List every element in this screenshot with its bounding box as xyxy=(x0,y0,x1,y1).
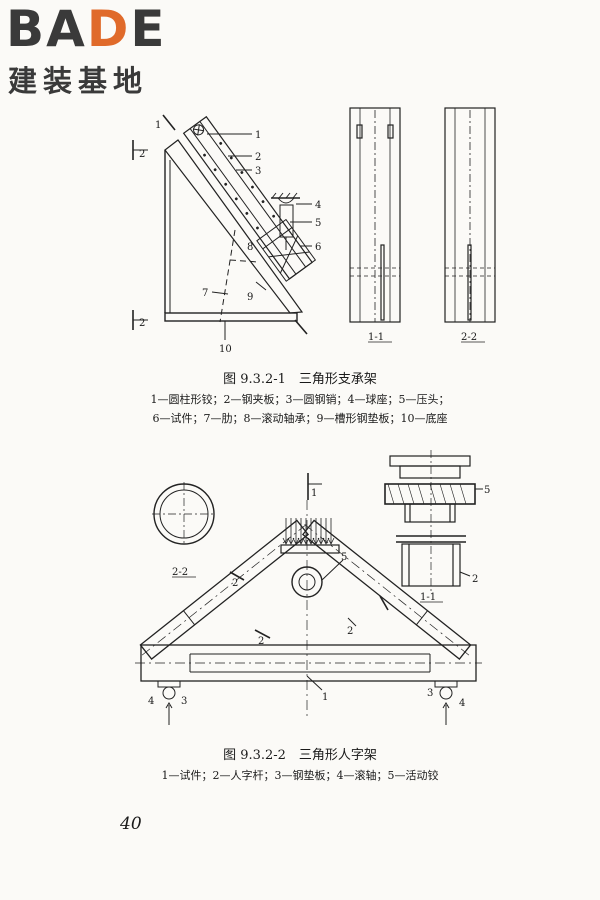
fig2-view-label-2-2: 2-2 xyxy=(172,567,188,578)
fig2-label-3-right: 3 xyxy=(427,688,433,699)
brand-prefix: BA xyxy=(6,0,87,58)
brand-accent-letter: D xyxy=(86,0,131,58)
fig1-label-7: 7 xyxy=(202,288,208,299)
fig2-view-label-1-1: 1-1 xyxy=(420,592,436,603)
view-2-2 xyxy=(444,107,496,343)
fig2-section-2-upper: 2 xyxy=(232,578,238,589)
brand-suffix: E xyxy=(130,0,167,58)
fig1-label-4: 4 xyxy=(315,200,321,211)
fig1-label-1: 1 xyxy=(255,130,261,141)
fig2-section-2-lower: 2 xyxy=(258,636,264,647)
fig1-label-5: 5 xyxy=(315,218,321,229)
fig2-label-1: 1 xyxy=(322,692,328,703)
right-roller xyxy=(439,686,453,700)
base-plate xyxy=(164,312,298,322)
fig2-section-1-top: 1 xyxy=(311,488,317,499)
fig1-view-label-1-1: 1-1 xyxy=(368,332,384,343)
figure1-drawing: 1 2 3 4 5 6 7 8 9 10 1 2 2 1-1 2-2 xyxy=(132,107,496,355)
specimen-beam xyxy=(140,644,477,682)
page-number: 40 xyxy=(120,814,142,834)
fig1-label-8: 8 xyxy=(247,242,253,253)
fig1-label-9: 9 xyxy=(247,292,253,303)
section-view-1-1 xyxy=(384,450,476,603)
figure1-legend-line2: 6—试件；7—肋；8—滚动轴承；9—槽形钢垫板；10—底座 xyxy=(152,412,448,425)
fig2-label-5-hinge: 5 xyxy=(341,552,347,563)
fig2-label-4-right: 4 xyxy=(459,698,465,709)
view-1-1 xyxy=(349,107,401,343)
brand-subtitle: 建装基地 xyxy=(8,64,149,98)
fig1-label-10: 10 xyxy=(219,344,232,355)
figure2-drawing: 5 5 2 2 1 4 3 3 4 1 2 2 2-2 1-1 xyxy=(135,450,490,725)
brand-logo: BADE xyxy=(6,4,166,54)
figure2-caption: 图 9.3.2-2 三角形人字架 xyxy=(223,748,377,763)
figure1-caption: 图 9.3.2-1 三角形支承架 xyxy=(223,372,377,387)
fig1-section-2-top: 2 xyxy=(139,149,145,160)
left-roller xyxy=(162,686,176,700)
fig2-label-3-left: 3 xyxy=(181,696,187,707)
fig2-label-4-left: 4 xyxy=(148,696,154,707)
fig2-label-2-strut: 2 xyxy=(347,626,353,637)
fig1-label-6: 6 xyxy=(315,242,321,253)
fig1-section-1: 1 xyxy=(155,120,161,131)
figure2-legend: 1—试件；2—人字杆；3—钢垫板；4—滚轴；5—活动铰 xyxy=(161,769,439,782)
figure1-legend-line1: 1—圆柱形铰；2—钢夹板；3—圆钢销；4—球座；5—压头； xyxy=(150,393,450,406)
fig1-view-label-2-2: 2-2 xyxy=(461,332,477,343)
fig1-label-2: 2 xyxy=(255,152,261,163)
inclined-rib xyxy=(164,139,304,314)
top-steel-pad xyxy=(280,544,340,554)
fig1-label-3: 3 xyxy=(255,166,261,177)
fig2-label-2-section: 2 xyxy=(472,574,478,585)
fig1-section-2-bottom: 2 xyxy=(139,318,145,329)
fig2-label-5-section: 5 xyxy=(484,485,490,496)
